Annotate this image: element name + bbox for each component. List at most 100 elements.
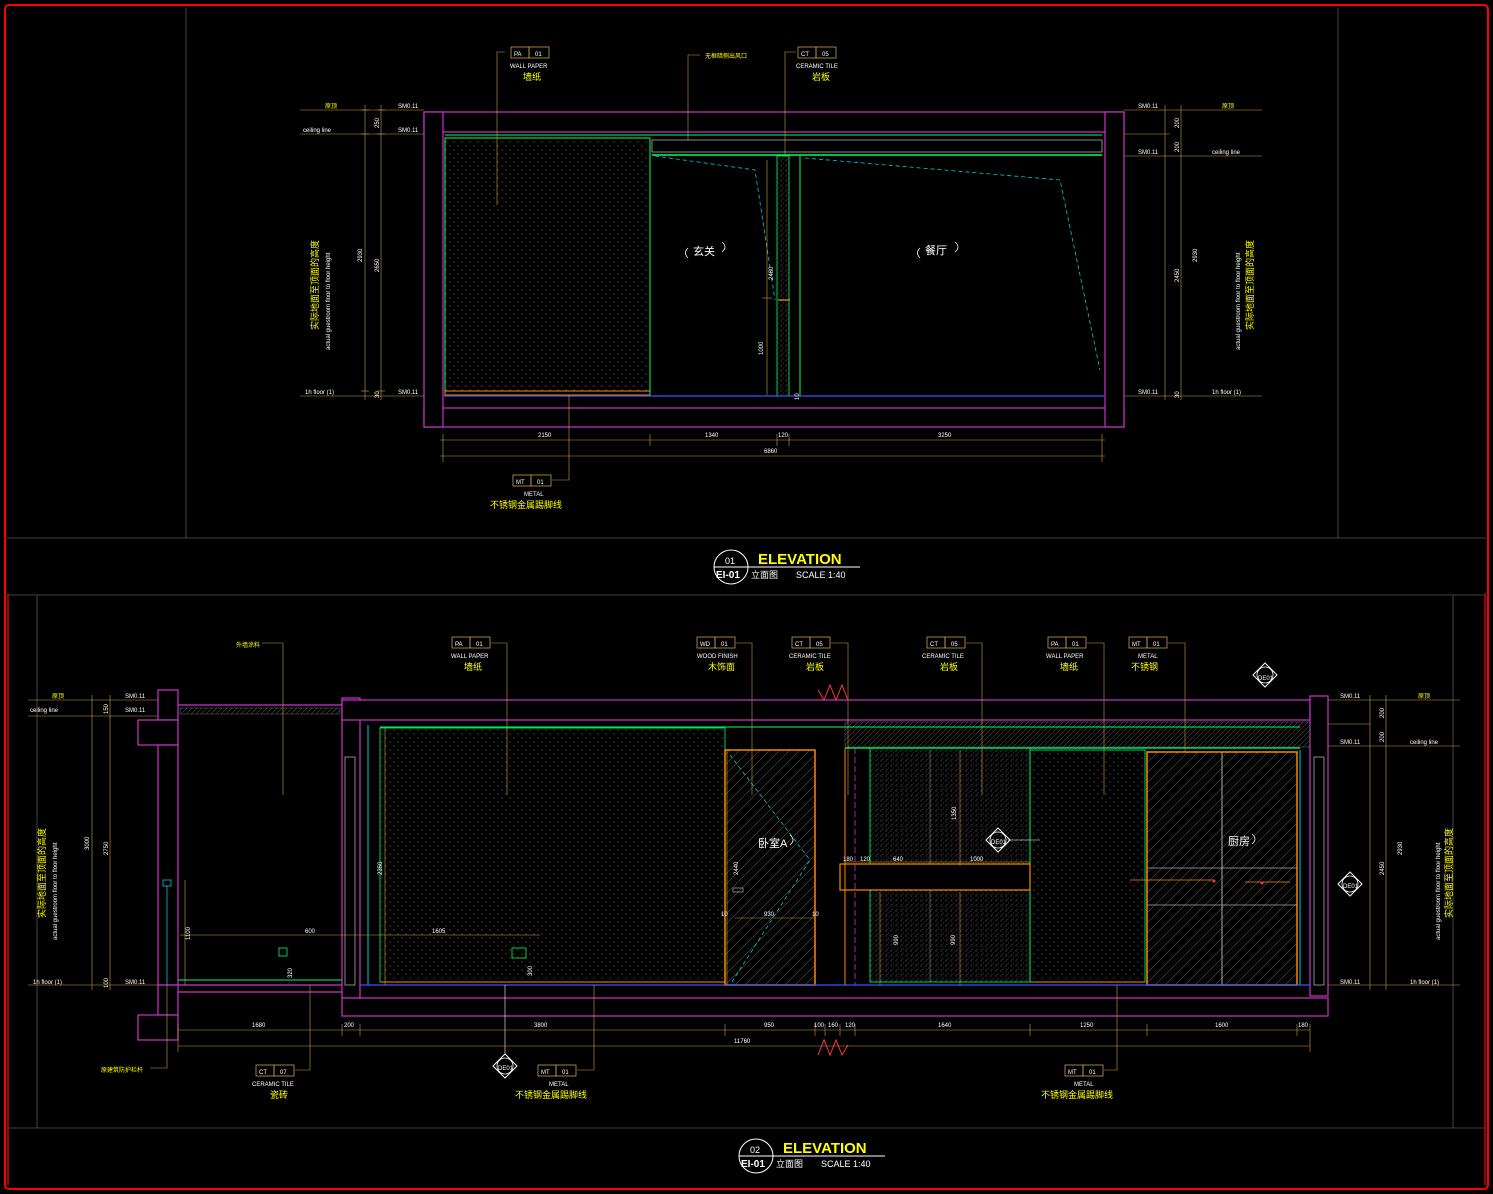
svg-text:30: 30 bbox=[375, 391, 381, 398]
svg-text:1350: 1350 bbox=[952, 806, 958, 820]
elev1-wallpaper-panel bbox=[444, 137, 651, 392]
svg-text:CERAMIC TILE: CERAMIC TILE bbox=[922, 654, 964, 660]
svg-text:01: 01 bbox=[1153, 642, 1160, 648]
title1-scale: SCALE 1:40 bbox=[796, 570, 846, 580]
svg-text:SM0.11: SM0.11 bbox=[1138, 390, 1159, 396]
svg-text:ceiling line: ceiling line bbox=[30, 708, 59, 714]
svg-text:SM0.11: SM0.11 bbox=[1340, 694, 1361, 700]
svg-text:1100: 1100 bbox=[186, 926, 192, 940]
title1-num: 01 bbox=[725, 556, 735, 566]
title2-title: ELEVATION bbox=[783, 1140, 867, 1157]
svg-text:PA: PA bbox=[455, 642, 463, 648]
elev2-tag-ceramic-1: CT 05 CERAMIC TILE 岩板 bbox=[789, 636, 849, 795]
svg-text:不锈钢金属踢脚线: 不锈钢金属踢脚线 bbox=[490, 499, 562, 510]
title1-title: ELEVATION bbox=[758, 551, 842, 568]
svg-text:墙纸: 墙纸 bbox=[464, 661, 482, 672]
svg-text:2650: 2650 bbox=[375, 258, 381, 272]
svg-text:CERAMIC TILE: CERAMIC TILE bbox=[796, 64, 838, 70]
elev2-walls bbox=[137, 689, 1329, 1041]
elev2-wallpaper-panel-a bbox=[379, 727, 726, 983]
svg-text:120: 120 bbox=[778, 433, 789, 439]
elev2-section-marker-4: DE01 bbox=[492, 985, 518, 1079]
svg-text:岩板: 岩板 bbox=[812, 71, 830, 82]
svg-text:01: 01 bbox=[535, 52, 542, 58]
elevation-01: 玄关 餐厅 2480 1000 10 PA 01 WALL PAPER 墙纸 无… bbox=[300, 46, 1262, 510]
svg-text:200: 200 bbox=[1380, 707, 1386, 718]
svg-text:1h floor (1): 1h floor (1) bbox=[33, 980, 62, 986]
svg-text:1000: 1000 bbox=[970, 857, 984, 863]
svg-text:METAL: METAL bbox=[1138, 654, 1158, 660]
svg-text:1640: 1640 bbox=[938, 1023, 952, 1029]
svg-text:无框暗侧出风口: 无框暗侧出风口 bbox=[705, 52, 747, 60]
svg-text:METAL: METAL bbox=[1074, 1082, 1094, 1088]
svg-text:原顶: 原顶 bbox=[1418, 693, 1430, 700]
svg-text:WD: WD bbox=[700, 642, 711, 648]
elev1-divider-column bbox=[776, 155, 790, 397]
svg-text:actual guestroom floor to floo: actual guestroom floor to floor height bbox=[1436, 842, 1442, 940]
svg-text:1h floor (1): 1h floor (1) bbox=[1410, 980, 1439, 986]
title2-sheet: EI-01 bbox=[741, 1159, 765, 1170]
elev2-room-bedroom-arrow bbox=[789, 834, 794, 846]
svg-text:CT: CT bbox=[801, 52, 809, 58]
svg-text:瓷砖: 瓷砖 bbox=[270, 1089, 288, 1100]
svg-text:METAL: METAL bbox=[549, 1082, 569, 1088]
svg-text:2350: 2350 bbox=[378, 861, 384, 875]
elev1-inner-dim-1000: 1000 bbox=[759, 341, 765, 355]
svg-text:2150: 2150 bbox=[538, 433, 552, 439]
elev2-bottom-dims bbox=[177, 1024, 1311, 1052]
svg-text:SM0.11: SM0.11 bbox=[398, 128, 419, 134]
elev1-inner-dim-10: 10 bbox=[795, 393, 801, 400]
svg-text:160: 160 bbox=[828, 1023, 839, 1029]
svg-text:640: 640 bbox=[893, 857, 904, 863]
svg-text:墙纸: 墙纸 bbox=[1060, 661, 1078, 672]
elev1-total-dim: 6860 bbox=[764, 449, 778, 455]
elev1-tag-ceramic: CT 05 CERAMIC TILE 岩板 bbox=[784, 46, 838, 155]
svg-text:不锈钢金属踢脚线: 不锈钢金属踢脚线 bbox=[515, 1089, 587, 1100]
svg-text:200: 200 bbox=[1175, 141, 1181, 152]
svg-text:200: 200 bbox=[1175, 117, 1181, 128]
elev2-inner-dims bbox=[180, 728, 1030, 985]
svg-text:WALL PAPER: WALL PAPER bbox=[1046, 654, 1084, 660]
elev1-skirting bbox=[444, 390, 651, 396]
elev2-room-kitchen: 厨房 bbox=[1228, 835, 1250, 848]
svg-text:3800: 3800 bbox=[534, 1023, 548, 1029]
elev2-section-marker-2: DE01 bbox=[985, 827, 1040, 853]
elev2-tag-metal-skirting-2: MT 01 METAL 不锈钢金属踢脚线 bbox=[1041, 985, 1118, 1100]
svg-text:SM0.11: SM0.11 bbox=[125, 694, 146, 700]
svg-text:木饰面: 木饰面 bbox=[708, 661, 735, 672]
svg-text:SM0.11: SM0.11 bbox=[398, 104, 419, 110]
svg-text:CERAMIC TILE: CERAMIC TILE bbox=[252, 1082, 294, 1088]
svg-text:01: 01 bbox=[562, 1070, 569, 1076]
svg-text:actual guestroom floor to floo: actual guestroom floor to floor height bbox=[53, 842, 59, 940]
svg-text:DE01: DE01 bbox=[1343, 884, 1359, 890]
elev2-section-marker-1: DE01 bbox=[1252, 662, 1278, 688]
svg-text:不锈钢金属踢脚线: 不锈钢金属踢脚线 bbox=[1041, 1089, 1113, 1100]
svg-text:01: 01 bbox=[1089, 1070, 1096, 1076]
elev1-room-foyer-arrow bbox=[721, 241, 726, 253]
svg-text:1h floor (1): 1h floor (1) bbox=[1212, 390, 1241, 396]
elev1-level-ceiling: ceiling line bbox=[303, 128, 332, 134]
svg-text:不锈钢: 不锈钢 bbox=[1131, 661, 1158, 672]
title1-sheet: EI-01 bbox=[716, 570, 740, 581]
svg-text:MT: MT bbox=[516, 480, 525, 486]
svg-text:05: 05 bbox=[822, 52, 829, 58]
elev1-left-levels bbox=[300, 105, 424, 400]
title2-num: 02 bbox=[750, 1145, 760, 1155]
svg-text:ceiling line: ceiling line bbox=[1212, 150, 1241, 156]
svg-text:2450: 2450 bbox=[1380, 861, 1386, 875]
svg-text:CT: CT bbox=[795, 642, 803, 648]
svg-text:2930: 2930 bbox=[1193, 248, 1199, 262]
svg-text:2930: 2930 bbox=[1398, 841, 1404, 855]
elev2-tag-metal-top: MT 01 METAL 不锈钢 bbox=[1128, 636, 1186, 752]
svg-text:CT: CT bbox=[930, 642, 938, 648]
elev1-room-dining: 餐厅 bbox=[925, 243, 947, 257]
title2-scale: SCALE 1:40 bbox=[821, 1159, 871, 1169]
elev1-tag-metal: MT 01 METAL 不锈钢金属踢脚线 bbox=[490, 395, 570, 510]
svg-text:1250: 1250 bbox=[1080, 1023, 1094, 1029]
svg-text:180: 180 bbox=[843, 857, 854, 863]
svg-text:1605: 1605 bbox=[432, 929, 446, 935]
elev1-tag-vent: 无框暗侧出风口 bbox=[687, 52, 747, 140]
elev2-tag-railing: 原建筑防护栏杆 bbox=[101, 985, 168, 1074]
svg-text:MT: MT bbox=[541, 1070, 550, 1076]
elev2-break-top bbox=[817, 683, 849, 702]
